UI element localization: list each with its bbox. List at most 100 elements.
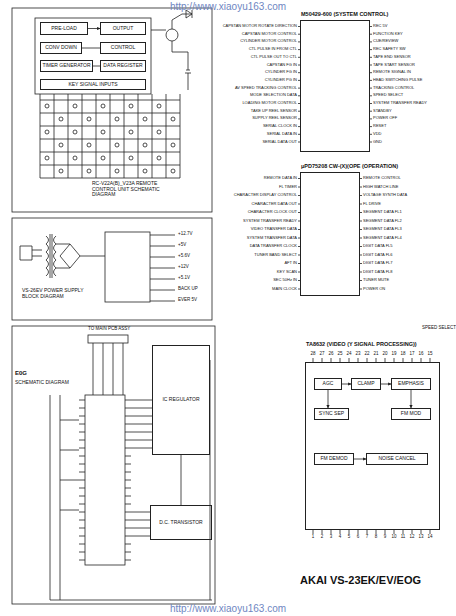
signal-connector (354, 459, 366, 460)
wire (60, 450, 79, 451)
block-label: AGC (323, 381, 334, 387)
wire (131, 448, 152, 449)
key-switch (45, 156, 49, 160)
pin (360, 280, 362, 281)
diagram-caption: AKAI VS-23EK/EV/EOG (300, 574, 421, 586)
pin-label: TUNER MUTE (363, 278, 389, 282)
pin (125, 456, 131, 457)
block-label: KEY SIGNAL INPUTS (68, 82, 117, 88)
pin (79, 504, 85, 505)
main-ic-outline (85, 395, 125, 565)
pin (370, 41, 372, 42)
pin (125, 536, 131, 537)
supply-rail (150, 290, 175, 291)
remote-ic-outline (35, 18, 151, 94)
pin (376, 530, 377, 534)
wire (131, 408, 152, 409)
pin (125, 560, 131, 561)
pin-label: DIGIT DATA FL6 (363, 253, 393, 257)
wire (131, 512, 150, 513)
pin-label: CHARACTER DATA OUT (252, 202, 297, 206)
transistor-symbol (166, 29, 178, 41)
block-label: CLAMP (357, 381, 374, 387)
section-frame (12, 326, 215, 604)
pin-label: SERIAL DATA IN (267, 132, 297, 136)
pin (430, 530, 431, 534)
pin (370, 134, 372, 135)
wire (131, 440, 152, 441)
pin-number: 21 (373, 352, 378, 357)
matrix-line (40, 178, 180, 179)
pin (79, 440, 85, 441)
matrix-line (40, 100, 180, 101)
pin (79, 472, 85, 473)
rail-label: +12.7V (178, 232, 192, 237)
pin-label: TUNER BAND SELECT (254, 253, 297, 257)
pin (394, 530, 395, 534)
regulator-block (105, 232, 150, 302)
wire (93, 343, 94, 395)
pin-number: 14 (427, 535, 432, 540)
block-label: DATA REGISTER (103, 63, 142, 69)
wire (131, 536, 150, 537)
key-switch (115, 117, 119, 121)
pin (360, 229, 362, 230)
pin (370, 72, 372, 73)
block-label: TIMER GENERATOR (42, 63, 90, 69)
pin (79, 424, 85, 425)
pin (322, 530, 323, 534)
pin (79, 432, 85, 433)
wire (103, 343, 104, 395)
pin-label: CYLINDER FG IN (265, 70, 297, 74)
pin-label: SUPPLY REEL SENSOR (252, 116, 297, 120)
pin-label: FL DRIVE (363, 202, 381, 206)
matrix-line (40, 139, 180, 140)
wire (131, 432, 152, 433)
function-block: PRE-LOAD (40, 22, 88, 35)
pin (360, 289, 362, 290)
pin (125, 480, 131, 481)
matrix-line (40, 126, 180, 127)
pin (79, 480, 85, 481)
key-switch (171, 169, 175, 173)
supply-rail (150, 235, 175, 236)
pin (125, 424, 131, 425)
function-block: KEY SIGNAL INPUTS (40, 79, 146, 90)
pin (79, 560, 85, 561)
block-label: FM MOD (401, 411, 421, 417)
pin-number: 18 (400, 352, 405, 357)
pin (360, 272, 362, 273)
pin (125, 400, 131, 401)
pin (125, 472, 131, 473)
section-title: E0G (15, 370, 27, 377)
pin-label: SEGMENT DATA FL1 (363, 210, 402, 214)
block-label: D.C. TRANSISTOR (159, 520, 202, 526)
pin-number: 3 (330, 535, 333, 540)
pin (79, 528, 85, 529)
pin (360, 238, 362, 239)
pin (360, 221, 362, 222)
signal-connector (181, 455, 182, 505)
pin (370, 34, 372, 35)
pin-label: SEGMENT DATA FL4 (363, 236, 402, 240)
function-block: DATA REGISTER (100, 60, 146, 72)
pin (370, 103, 372, 104)
block-label: IC REGULATOR (162, 397, 199, 403)
pin (403, 530, 404, 534)
pin (125, 552, 131, 553)
pin-number: 24 (346, 352, 351, 357)
pin (79, 488, 85, 489)
wiring (50, 395, 212, 600)
block-label: CONV DOWN (45, 45, 77, 51)
pin-label: CUE/REVIEW (373, 39, 398, 43)
connector-symbol (88, 335, 128, 343)
key-switch (59, 169, 63, 173)
function-block: FM MOD (391, 408, 431, 420)
wire (113, 343, 114, 395)
pin-label: TAPE END SENSOR (373, 55, 411, 59)
key-switch (143, 169, 147, 173)
pin-label: POWER OFF (373, 116, 397, 120)
pin-number: 9 (384, 535, 387, 540)
watermark: http://www.xiaoyu163.com (170, 603, 286, 614)
pin-label: SPEED SELECT (373, 93, 403, 97)
